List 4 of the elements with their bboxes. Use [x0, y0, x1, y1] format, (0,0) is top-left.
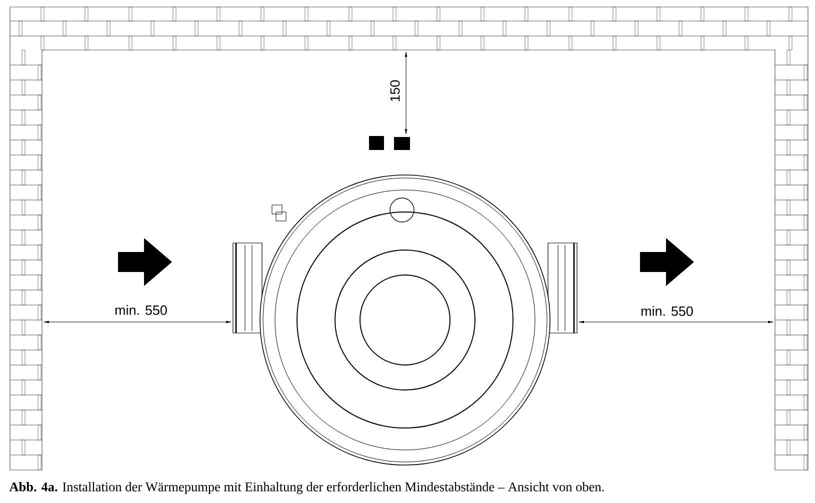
dimension-label: min. 550: [641, 306, 693, 316]
caption: Abb. 4a. Installation der Wärmepumpe mit Einhaltung der erforderlichen Mindestabstände – Ansicht von oben.: [9, 482, 604, 494]
dimension-label: 150: [390, 80, 400, 102]
dimension-label: min. 550: [115, 305, 167, 315]
